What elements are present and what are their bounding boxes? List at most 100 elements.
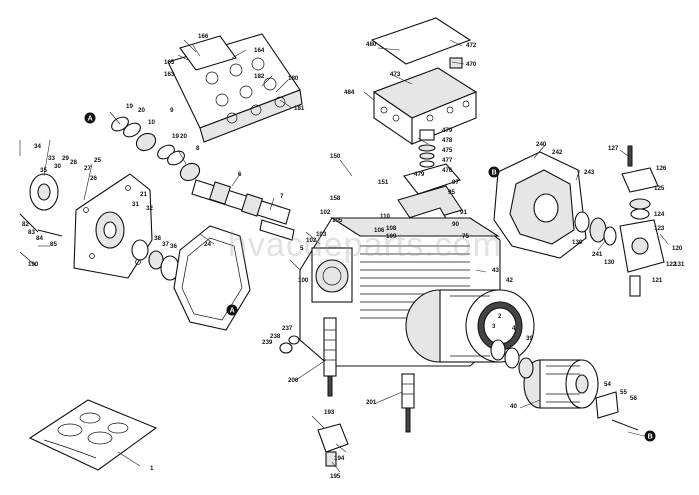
part-label: 194: [334, 455, 345, 462]
pistons-and-rings: [111, 116, 201, 182]
part-label: 10: [148, 119, 155, 126]
part-label: 28: [70, 159, 77, 166]
part-label: 130: [572, 239, 583, 246]
marker-a-label-bottom: A: [230, 308, 235, 315]
oil-pump-assembly: [619, 145, 665, 297]
part-label: 24: [204, 241, 211, 248]
part-label: 26: [90, 175, 97, 182]
part-label: 32: [146, 205, 153, 212]
part-label: 108: [386, 225, 397, 232]
part-label: 131: [674, 261, 685, 268]
part-label: 54: [604, 381, 611, 388]
reference-marker-b: B B: [488, 166, 656, 442]
part-label: 5: [300, 245, 304, 252]
part-label: 82: [22, 221, 29, 228]
part-label: 34: [34, 143, 41, 150]
part-label: 83: [28, 229, 35, 236]
part-label: 109: [386, 233, 397, 240]
watermark-text: hvacdeparts.com: [228, 226, 502, 264]
part-label: 102: [320, 209, 331, 216]
part-label: 19: [126, 103, 133, 110]
part-label: 97: [452, 179, 459, 186]
part-label: 102: [306, 237, 317, 244]
part-label: 31: [132, 201, 139, 208]
marker-b-label-bottom: B: [648, 434, 653, 441]
part-label: 121: [652, 277, 663, 284]
part-label: 477: [442, 157, 453, 164]
part-label: 6: [238, 171, 242, 178]
part-label: 35: [40, 167, 47, 174]
part-label: 195: [330, 473, 341, 480]
part-label: 100: [298, 277, 309, 284]
part-label: 120: [672, 245, 683, 252]
part-label: 193: [324, 409, 335, 416]
part-label: 27: [84, 165, 91, 172]
part-label: 39: [526, 335, 533, 342]
part-label: 150: [330, 153, 341, 160]
part-label: 103: [316, 231, 327, 238]
part-label: 29: [62, 155, 69, 162]
part-label: 479: [442, 127, 453, 134]
part-label: 25: [94, 157, 101, 164]
part-label: 180: [288, 75, 299, 82]
part-label: 190: [28, 261, 39, 268]
part-label: 241: [592, 251, 603, 258]
part-label: 239: [262, 339, 273, 346]
valve-cages: [279, 317, 415, 433]
part-label: 36: [170, 243, 177, 250]
part-label: 38: [154, 235, 161, 242]
end-cover-gasket: [173, 225, 251, 331]
part-label: 91: [460, 209, 467, 216]
part-label: 243: [584, 169, 595, 176]
part-label: 84: [36, 235, 43, 242]
lower-fitting: [317, 423, 349, 467]
part-label: 42: [506, 277, 513, 284]
part-label: 75: [462, 233, 469, 240]
part-label: 1: [150, 465, 154, 472]
reference-marker-a: A A: [84, 112, 238, 316]
part-label: 7: [280, 193, 284, 200]
part-label: 472: [466, 42, 477, 49]
crankshaft: [191, 179, 295, 241]
part-label: 3: [492, 323, 496, 330]
part-label: 56: [630, 395, 637, 402]
part-label: 473: [390, 71, 401, 78]
terminal-box: [370, 17, 478, 146]
part-label: 484: [344, 89, 355, 96]
part-label: 106: [374, 227, 385, 234]
part-label: 20: [180, 133, 187, 140]
part-label: 475: [442, 147, 453, 154]
part-label: 163: [164, 71, 175, 78]
part-label: 8: [196, 145, 200, 152]
shaft-seal-group: [19, 173, 180, 281]
part-label: 20: [138, 107, 145, 114]
gasket-kit: [28, 399, 158, 471]
part-label: 126: [656, 165, 667, 172]
part-label: 37: [162, 241, 169, 248]
part-label: 110: [380, 213, 391, 220]
motor-stator: [405, 289, 535, 363]
part-label: 40: [510, 403, 517, 410]
part-label: 164: [254, 47, 265, 54]
part-label: 130: [604, 259, 615, 266]
part-label: 240: [536, 141, 547, 148]
part-label: 476: [442, 167, 453, 174]
part-label: 30: [54, 163, 61, 170]
part-number-labels: 166 164 165 163 182 180 181 480 472 473 …: [22, 33, 685, 480]
part-label: 181: [294, 105, 305, 112]
bearing-and-washers: [490, 339, 639, 431]
part-label: 9: [170, 107, 174, 114]
part-label: 479: [414, 171, 425, 178]
motor-end-cover: [493, 151, 617, 259]
part-label: 238: [270, 333, 281, 340]
part-label: 90: [452, 221, 459, 228]
part-label: 85: [50, 241, 57, 248]
part-label: 19: [172, 133, 179, 140]
part-label: 125: [654, 185, 665, 192]
part-label: 105: [332, 217, 343, 224]
part-label: 480: [366, 41, 377, 48]
part-label: 200: [288, 377, 299, 384]
part-label: 33: [48, 155, 55, 162]
part-label: 43: [492, 267, 499, 274]
